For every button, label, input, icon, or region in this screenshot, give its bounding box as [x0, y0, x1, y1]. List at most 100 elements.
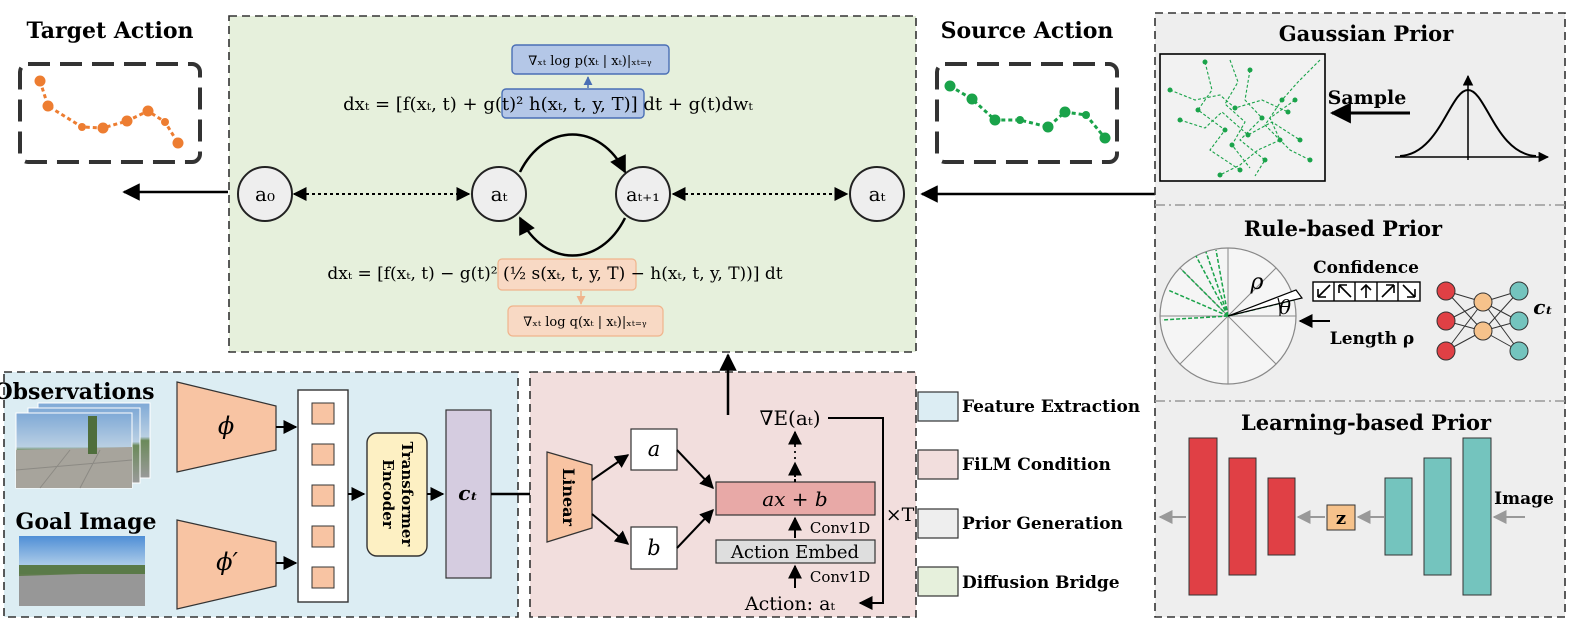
- legend-swatch-feature: [917, 391, 959, 422]
- target-trajectory-points: [34, 75, 184, 149]
- observation-images: [15, 402, 151, 489]
- goal-image: [19, 536, 145, 606]
- learning-prior-title: Learning-based Prior: [1241, 410, 1492, 435]
- rule-prior-title: Rule-based Prior: [1244, 216, 1443, 241]
- source-trajectory-points: [944, 80, 1111, 144]
- gaussian-sample-paths: [1169, 59, 1321, 177]
- a-to-affine-arrow: [676, 449, 714, 490]
- target-trajectory: [38, 80, 180, 144]
- legend-swatch-prior: [917, 508, 959, 539]
- s-term-highlight: [497, 258, 637, 291]
- film-b-box: [630, 526, 678, 570]
- conv1d-lower-label: Conv1D: [810, 568, 870, 586]
- iteration-loop: [828, 417, 884, 610]
- ellipsis-label: ⋯: [784, 443, 805, 461]
- node-at: [471, 166, 527, 222]
- rule-ct-label: cₜ: [1533, 295, 1553, 319]
- decoder-layer-3: [1267, 477, 1296, 556]
- feature-extraction-panel: Observations Goal Image ϕ ϕ′: [0, 371, 519, 618]
- encoder-layer-3: [1462, 437, 1492, 596]
- action-embed-box: [715, 539, 876, 564]
- linear-to-b-arrow: [591, 513, 630, 545]
- film-a-box: [630, 428, 678, 471]
- conv1d-upper-label: Conv1D: [810, 519, 870, 537]
- source-action-panel: Source Action: [920, 18, 1155, 203]
- affine-label: ax + b: [762, 487, 827, 511]
- affine-ax-plus-b-box: [715, 481, 876, 516]
- h-score-box: [511, 44, 670, 75]
- prior-generation-panel: Gaussian Prior Sample Rule-based P: [1154, 12, 1566, 618]
- film-a-label: a: [648, 437, 661, 461]
- rule-mlp-network: [1436, 281, 1529, 361]
- sample-label: Sample: [1328, 87, 1407, 109]
- encoder-layer-2: [1423, 457, 1452, 576]
- context-ct-label: cₜ: [458, 481, 478, 505]
- node-aT-label: aₜ: [869, 182, 886, 206]
- s-score-label: ∇ₓₜ log q(xₜ | xₜ)|ₓₜ₌ᵧ: [523, 315, 647, 330]
- linear-label: Linear: [559, 468, 578, 527]
- diffusion-bridge-panel: ∇ₓₜ log p(xₜ | xₜ)|ₓₜ₌ᵧ dxₜ = [f(xₜ, t) …: [228, 15, 917, 353]
- h-score-label: ∇ₓₜ log p(xₜ | xₜ)|ₓₜ₌ᵧ: [528, 54, 652, 69]
- latent-z-label: z: [1336, 508, 1346, 529]
- h-term-highlight: [501, 88, 645, 119]
- phi-encoder: [176, 381, 277, 473]
- legend-label-film: FiLM Condition: [962, 455, 1111, 475]
- phi-label: ϕ: [218, 412, 234, 440]
- decoder-layer-2: [1228, 457, 1257, 576]
- forward-sde-equation: dxₜ = [f(xₜ, t) + g(t)² h(xₜ, t, y, T)] …: [343, 94, 753, 115]
- legend: Feature Extraction FiLM Condition Prior …: [917, 391, 1140, 597]
- image-input-label: Image: [1494, 489, 1554, 509]
- encoder-layer-1: [1384, 477, 1413, 556]
- token-cells: [311, 402, 335, 589]
- decoder-layer-1: [1188, 437, 1218, 596]
- node-at1: [615, 166, 671, 222]
- polar-plot: [1159, 247, 1304, 385]
- gaussian-sample-points: [1167, 59, 1313, 178]
- transformer-label-line1: Transformer: [398, 442, 416, 548]
- observations-label: Observations: [0, 379, 155, 405]
- phi-prime-encoder: [176, 519, 277, 610]
- action-embed-label: Action Embed: [730, 542, 859, 563]
- iteration-count-label: ×T: [886, 504, 915, 526]
- direction-arrow-icons: [1317, 283, 1416, 298]
- backward-sde-equation: dxₜ = [f(xₜ, t) − g(t)² (½ s(xₜ, t, y, T…: [327, 264, 782, 284]
- linear-to-a-arrow: [591, 454, 630, 481]
- film-b-label: b: [647, 536, 660, 560]
- legend-label-feature: Feature Extraction: [962, 397, 1140, 417]
- linear-layer: [546, 451, 593, 543]
- backward-arc: [518, 216, 627, 257]
- legend-swatch-film: [917, 449, 959, 480]
- source-action-box: [935, 62, 1119, 164]
- target-action-panel: Target Action: [18, 18, 228, 201]
- legend-label-prior: Prior Generation: [962, 514, 1123, 534]
- forward-arc: [518, 133, 627, 174]
- source-action-title: Source Action: [941, 18, 1114, 44]
- gradient-energy-label: ∇E(aₜ): [759, 406, 820, 430]
- node-at-label: aₜ: [491, 182, 508, 206]
- legend-swatch-bridge: [917, 566, 959, 597]
- node-a0: [237, 166, 293, 222]
- s-score-box: [507, 305, 664, 337]
- goal-image-label: Goal Image: [16, 509, 157, 535]
- confidence-label: Confidence: [1313, 258, 1419, 278]
- action-input-label: Action: aₜ: [744, 593, 836, 615]
- context-ct-block: [445, 409, 492, 579]
- length-rho-label: Length ρ: [1330, 329, 1414, 349]
- b-to-affine-arrow: [676, 508, 714, 549]
- film-condition-panel: Linear a b ax + b ⋯ ∇E(aₜ) Conv1D Action…: [529, 353, 917, 618]
- rho-symbol: ρ: [1250, 270, 1264, 295]
- node-a0-label: a₀: [255, 182, 275, 206]
- phi-prime-label: ϕ′: [216, 548, 238, 576]
- transformer-label-line2: Encoder: [379, 459, 397, 530]
- legend-label-bridge: Diffusion Bridge: [962, 573, 1120, 593]
- gaussian-sample-plot: [1159, 53, 1326, 182]
- node-at1-label: aₜ₊₁: [626, 184, 660, 206]
- theta-symbol: θ: [1279, 295, 1291, 319]
- target-action-title: Target Action: [27, 18, 194, 44]
- gaussian-prior-title: Gaussian Prior: [1279, 21, 1454, 46]
- target-action-box: [18, 62, 202, 164]
- node-aT: [849, 166, 905, 222]
- latent-z-box: [1326, 504, 1356, 531]
- gaussian-curve-icon: [1395, 74, 1550, 163]
